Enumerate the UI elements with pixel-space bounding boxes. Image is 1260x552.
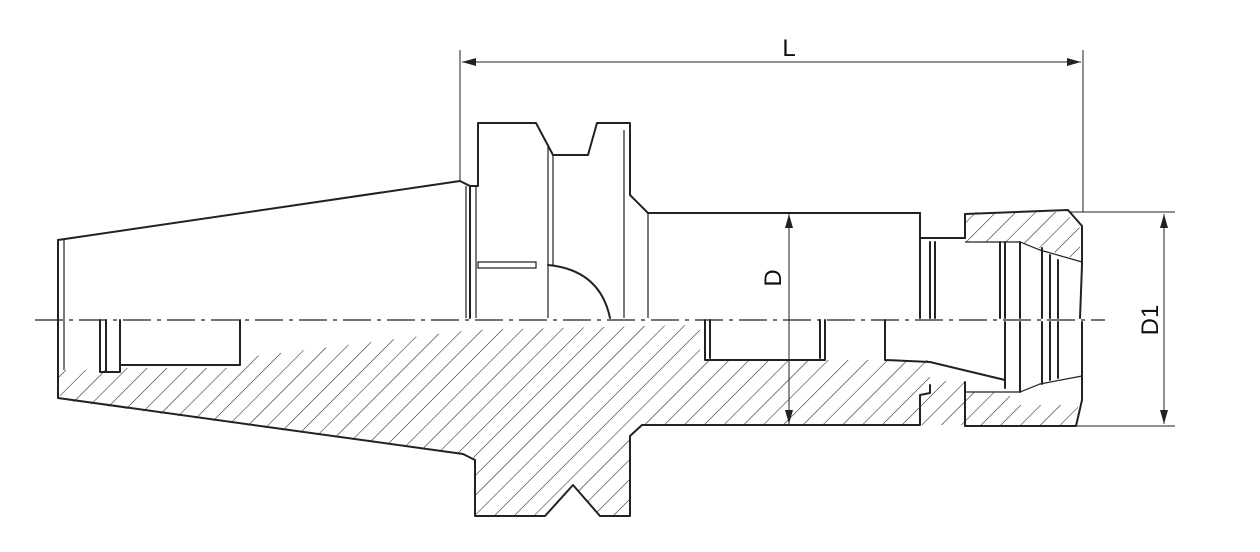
collet-nut-upper-inner [965, 241, 1083, 263]
dim-L-label: L [782, 35, 795, 62]
section-hatch-nut [965, 392, 1078, 425]
taper-shank-outline [57, 180, 471, 319]
dim-D1-arrow-top [1160, 214, 1168, 228]
section-hatch-nut-top [965, 212, 1080, 260]
section-hatch-body [58, 325, 965, 515]
flange-keyway-arc [547, 264, 611, 319]
taper-shank-bottom-outline [57, 369, 931, 517]
dim-D-arrow-bottom [785, 410, 793, 424]
collet-slot-upper [929, 241, 1059, 319]
collet-nut-lower-inner [965, 375, 1083, 393]
dim-D1-arrow-bottom [1160, 410, 1168, 424]
flange-notch [477, 261, 537, 269]
collet-slot-lower [1004, 321, 1059, 393]
dim-D-arrow-top [785, 214, 793, 228]
collet-nut-upper [964, 209, 1083, 319]
dim-L-arrow-left [462, 58, 476, 66]
dim-L-arrow-right [1067, 58, 1081, 66]
dim-D-label: D [760, 269, 787, 286]
bore-lower-profile [704, 319, 1006, 381]
dim-D1-label: D1 [1137, 305, 1164, 336]
flange-upper-outline [469, 122, 966, 239]
pull-stud-bore [99, 319, 241, 373]
